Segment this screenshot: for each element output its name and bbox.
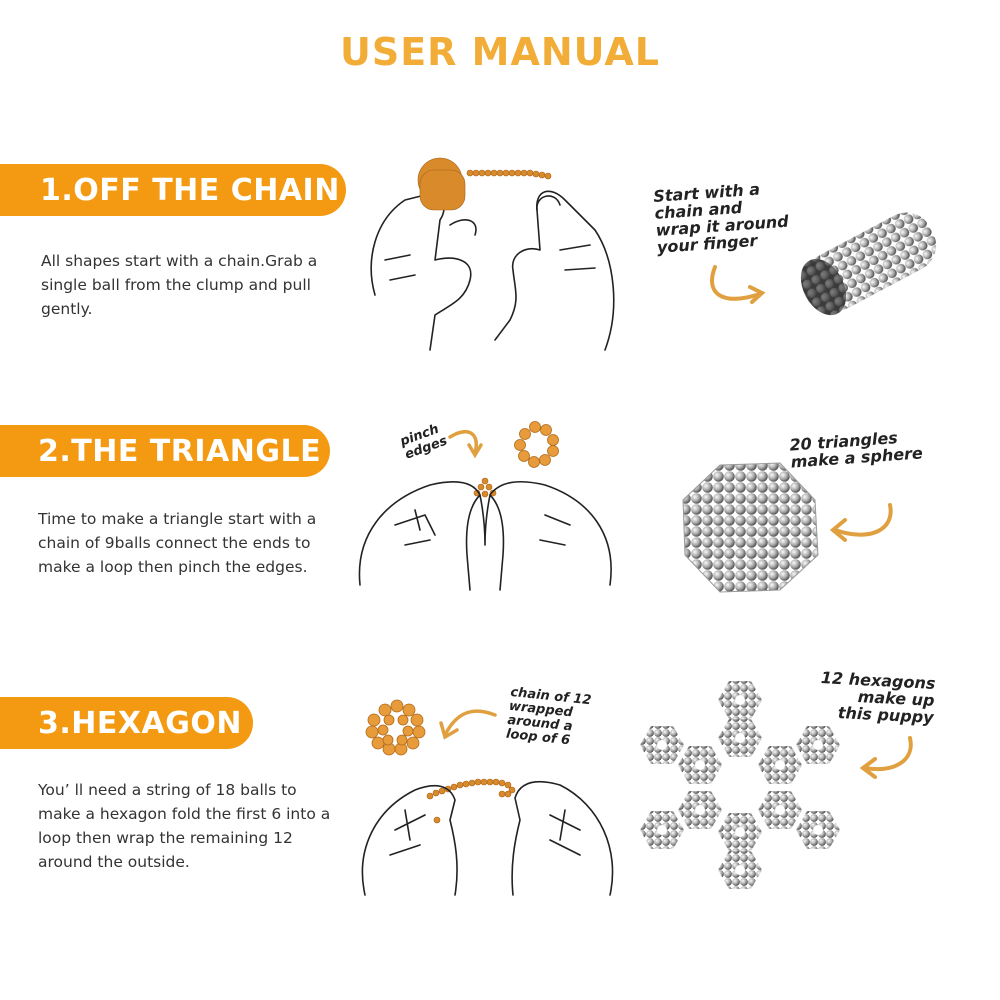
step-3-description: You’ ll need a string of 18 balls to mak… xyxy=(38,781,331,871)
step-1-banner: 1.OFF THE CHAIN xyxy=(0,164,346,216)
hands-pulling-chain-icon xyxy=(370,157,615,351)
step-2-description: Time to make a triangle start with a cha… xyxy=(38,510,317,576)
bead-sphere-icon xyxy=(682,462,819,593)
hands-pinching-triangle-icon xyxy=(358,421,612,591)
step-3-small-note: chain of 12 wrapped around a loop of 6 xyxy=(505,684,592,749)
step-3-note: 12 hexagons make up this puppy xyxy=(820,668,936,727)
bead-hexagon-star-icon xyxy=(640,681,840,889)
step-2-heading: 2.THE TRIANGLE xyxy=(38,433,322,469)
curved-arrow-icon xyxy=(859,736,913,779)
curved-arrow-icon xyxy=(710,265,766,304)
curved-arrow-icon xyxy=(829,503,893,542)
step-1-description: All shapes start with a chain.Grab a sin… xyxy=(41,252,318,318)
step-3-banner: 3.HEXAGON xyxy=(0,697,253,749)
bead-cylinder-icon xyxy=(800,212,937,316)
step-2-note: 20 triangles make a sphere xyxy=(788,428,924,472)
step-2-banner: 2.THE TRIANGLE xyxy=(0,425,330,477)
page-title: USER MANUAL xyxy=(339,30,660,74)
step-1-heading: 1.OFF THE CHAIN xyxy=(40,172,340,208)
hands-wrapping-hexagon-icon xyxy=(361,699,614,896)
step-3-heading: 3.HEXAGON xyxy=(38,705,242,741)
